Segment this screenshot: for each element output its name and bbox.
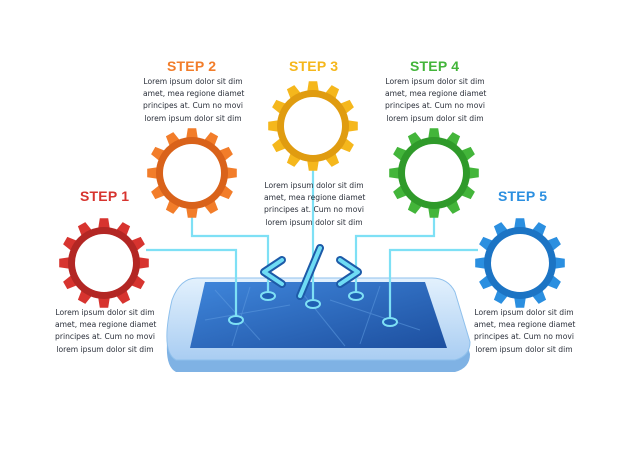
step-5-description: Lorem ipsum dolor sit dim amet, mea regi… <box>474 307 576 356</box>
gear-icon <box>268 81 358 171</box>
step-4-line: principes at. Cum no movi <box>385 101 485 111</box>
gear-center <box>284 97 342 155</box>
step-3-title: STEP 3 <box>289 58 339 74</box>
step-4-line: lorem ipsum dolor sit dim <box>386 113 484 123</box>
gears <box>59 81 565 308</box>
connector-line <box>146 248 238 320</box>
step-3-description: Lorem ipsum dolor sit dim amet, mea regi… <box>264 180 366 229</box>
gear-center <box>491 234 549 292</box>
step-2-line: Lorem ipsum dolor sit dim <box>143 77 243 86</box>
connector-node <box>228 315 244 325</box>
step-2-description: Lorem ipsum dolor sit dim amet, mea regi… <box>143 76 245 125</box>
tablet-screen <box>190 282 447 348</box>
step-3-line: amet, mea regione diamet <box>264 193 366 203</box>
step-2-line: amet, mea regione diamet <box>143 89 245 99</box>
gear-center <box>405 144 463 202</box>
step-5-line: principes at. Cum no movi <box>474 332 574 342</box>
gear-center <box>75 234 133 292</box>
connector-node <box>348 291 364 301</box>
step-4-line: Lorem ipsum dolor sit dim <box>385 77 485 86</box>
gear-icon <box>59 218 149 308</box>
step-2-title: STEP 2 <box>167 58 217 74</box>
step-4-line: amet, mea regione diamet <box>385 89 487 99</box>
connector-node <box>260 291 276 301</box>
gear-icon <box>389 128 479 218</box>
step-3-line: principes at. Cum no movi <box>264 205 364 215</box>
connector-node <box>382 317 398 327</box>
step-4-title: STEP 4 <box>410 58 460 74</box>
step-5-line: amet, mea regione diamet <box>474 320 576 330</box>
screen-pattern <box>204 285 421 347</box>
step-1-description: Lorem ipsum dolor sit dim amet, mea regi… <box>55 307 157 356</box>
connector-node <box>305 299 321 309</box>
step-1-line: Lorem ipsum dolor sit dim <box>55 308 155 317</box>
gear-center <box>163 144 221 202</box>
step-2-line: principes at. Cum no movi <box>143 101 243 111</box>
connector-line <box>388 248 478 322</box>
step-1-title: STEP 1 <box>80 188 130 204</box>
step-1-line: amet, mea regione diamet <box>55 320 157 330</box>
step-5-line: lorem ipsum dolor sit dim <box>475 344 573 354</box>
gear-icon <box>147 128 237 218</box>
step-5-line: Lorem ipsum dolor sit dim <box>474 308 574 317</box>
step-3-line: lorem ipsum dolor sit dim <box>265 217 363 227</box>
step-2-line: lorem ipsum dolor sit dim <box>144 113 242 123</box>
gear-icon <box>475 218 565 308</box>
step-4-description: Lorem ipsum dolor sit dim amet, mea regi… <box>385 76 487 125</box>
step-5-title: STEP 5 <box>498 188 548 204</box>
step-1-line: principes at. Cum no movi <box>55 332 155 342</box>
step-1-line: lorem ipsum dolor sit dim <box>56 344 154 354</box>
step-3-line: Lorem ipsum dolor sit dim <box>264 181 364 190</box>
tablet-device <box>166 277 471 372</box>
code-brackets-icon <box>260 244 362 300</box>
